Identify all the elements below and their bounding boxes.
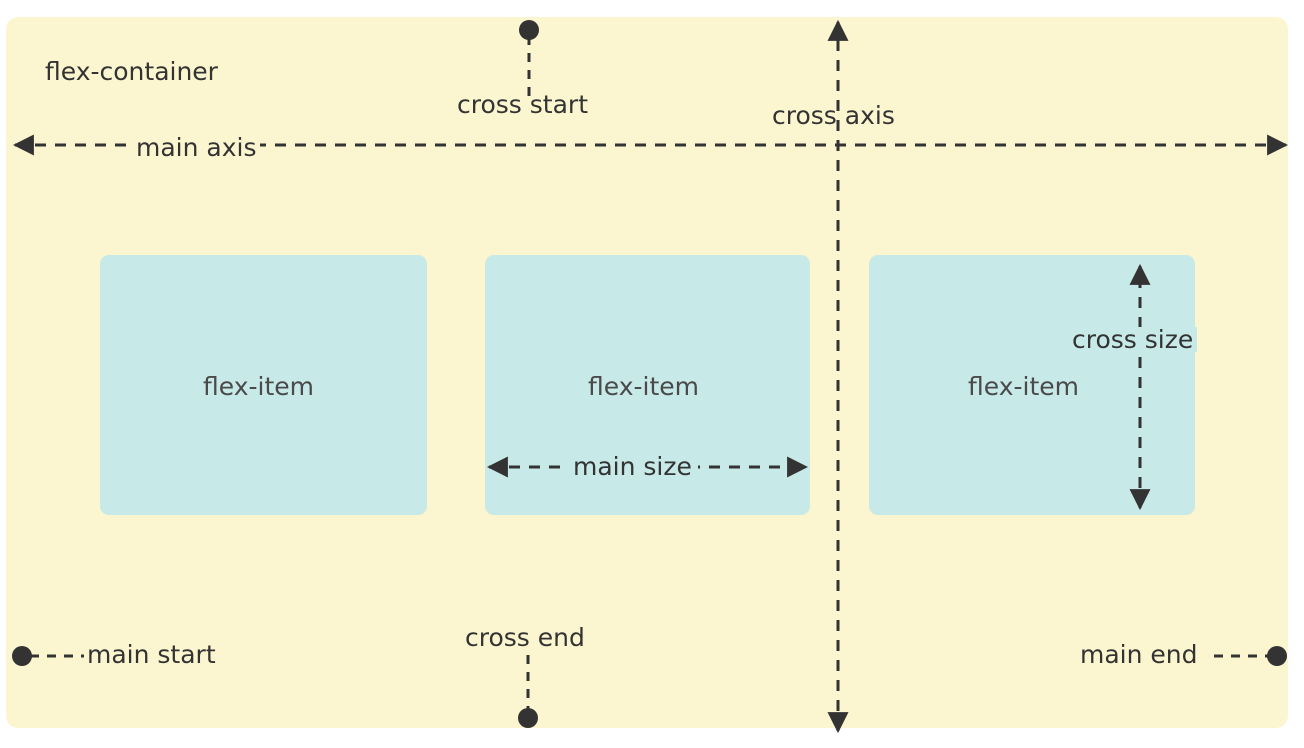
flex-item-label-2: flex-item (588, 372, 699, 401)
flex-item-box-3 (869, 255, 1195, 515)
flex-item-box-1 (100, 255, 427, 515)
main-start-label: main start (87, 640, 216, 669)
cross-size-label: cross size (1068, 327, 1198, 352)
main-size-label: main size (567, 454, 698, 479)
flex-item-label-3: flex-item (968, 372, 1079, 401)
flex-item-label-1: flex-item (203, 372, 314, 401)
flex-container-label: flex-container (45, 57, 218, 86)
main-end-label: main end (1080, 640, 1198, 669)
main-axis-label: main axis (133, 135, 260, 160)
cross-start-label: cross start (457, 90, 588, 119)
cross-axis-label: cross axis (772, 101, 895, 130)
flex-item-box-2 (485, 255, 810, 515)
main-start-dot (12, 646, 32, 666)
main-end-dot (1267, 646, 1287, 666)
cross-start-dot (519, 20, 539, 40)
cross-end-label: cross end (465, 623, 585, 652)
cross-end-dot (518, 708, 538, 728)
